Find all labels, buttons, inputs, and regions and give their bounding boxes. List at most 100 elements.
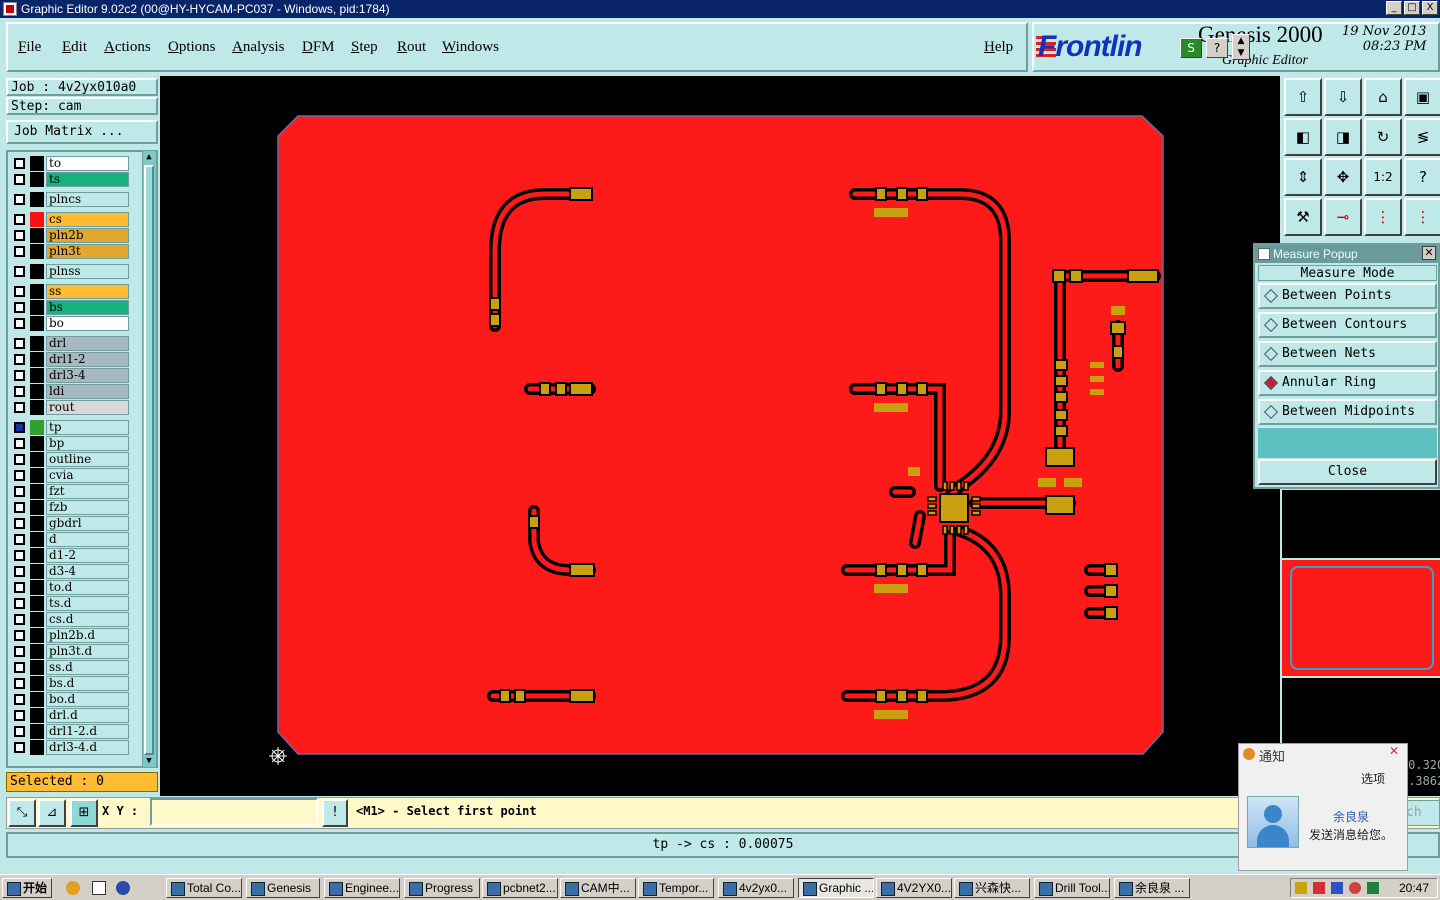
tray-icon[interactable] <box>1313 882 1325 894</box>
layer-checkbox[interactable] <box>14 518 25 529</box>
layer-color-swatch[interactable] <box>30 400 44 415</box>
layer-name[interactable]: fzt <box>46 484 129 499</box>
layer-color-swatch[interactable] <box>30 384 44 399</box>
layer-row-fzb[interactable]: fzb <box>12 500 132 515</box>
layer-checkbox[interactable] <box>14 422 25 433</box>
layer-color-swatch[interactable] <box>30 468 44 483</box>
panel-icon[interactable]: ▣ <box>1404 78 1440 116</box>
layer-checkbox[interactable] <box>14 194 25 205</box>
job-matrix-button[interactable]: Job Matrix ... <box>6 120 158 144</box>
snap-icon[interactable]: ≶ <box>1404 118 1440 156</box>
layer-row-ts-d[interactable]: ts.d <box>12 596 132 611</box>
layer-color-swatch[interactable] <box>30 244 44 259</box>
layer-row-ldi[interactable]: ldi <box>12 384 132 399</box>
layer-name[interactable]: plncs <box>46 192 129 207</box>
probe-icon[interactable]: ⊸ <box>1324 198 1362 236</box>
notification-options-link[interactable]: 选项 <box>1360 772 1385 786</box>
layer-color-swatch[interactable] <box>30 692 44 707</box>
zoom-ratio-icon[interactable]: 1:2 <box>1364 158 1402 196</box>
spinner-icon[interactable]: ▲▼ <box>1232 34 1250 60</box>
layer-row-drl1-2-d[interactable]: drl1-2.d <box>12 724 132 739</box>
layer-row-outline[interactable]: outline <box>12 452 132 467</box>
layer-row-to-d[interactable]: to.d <box>12 580 132 595</box>
layer-checkbox[interactable] <box>14 646 25 657</box>
layer-name[interactable]: d1-2 <box>46 548 129 563</box>
layer-row-bs-d[interactable]: bs.d <box>12 676 132 691</box>
layer-color-swatch[interactable] <box>30 500 44 515</box>
layer-checkbox[interactable] <box>14 370 25 381</box>
close-button[interactable]: X <box>1422 1 1438 15</box>
layer-row-drl3-4-d[interactable]: drl3-4.d <box>12 740 132 755</box>
layer-checkbox[interactable] <box>14 286 25 297</box>
layer-color-swatch[interactable] <box>30 264 44 279</box>
draw-line-icon[interactable]: ⤡ <box>8 799 36 827</box>
avatar[interactable] <box>1247 796 1299 848</box>
layer-row-ss[interactable]: ss <box>12 284 132 299</box>
net-icon[interactable]: ⋮ <box>1364 198 1402 236</box>
layer-name[interactable]: bo <box>46 316 129 331</box>
layer-color-swatch[interactable] <box>30 564 44 579</box>
layer-name[interactable]: drl <box>46 336 129 351</box>
layer-color-swatch[interactable] <box>30 284 44 299</box>
scroll-down-icon[interactable]: ▼ <box>146 756 152 766</box>
layer-row-d1-2[interactable]: d1-2 <box>12 548 132 563</box>
layer-checkbox[interactable] <box>14 338 25 349</box>
edit-shape-icon[interactable]: ⊿ <box>38 799 66 827</box>
menu-step[interactable]: Step <box>351 39 378 55</box>
layer-color-swatch[interactable] <box>30 228 44 243</box>
layer-checkbox[interactable] <box>14 354 25 365</box>
task-pcbnet[interactable]: pcbnet2... <box>482 878 558 898</box>
layer-checkbox[interactable] <box>14 454 25 465</box>
layer-name[interactable]: rout <box>46 400 129 415</box>
home-icon[interactable]: ⌂ <box>1364 78 1402 116</box>
layer-name[interactable]: to <box>46 156 129 171</box>
grid-snap-icon[interactable]: ⊞ <box>70 799 98 827</box>
task-graphic-editor[interactable]: Graphic ... <box>798 878 874 898</box>
layer-row-rout[interactable]: rout <box>12 400 132 415</box>
layer-row-tp[interactable]: tp <box>12 420 132 435</box>
net-compare-icon[interactable]: ⋮ <box>1404 198 1440 236</box>
task-total-commander[interactable]: Total Co... <box>166 878 242 898</box>
board-preview[interactable] <box>1282 560 1440 676</box>
layer-name[interactable]: drl1-2.d <box>46 724 129 739</box>
script-icon[interactable]: S <box>1180 38 1202 58</box>
layer-color-swatch[interactable] <box>30 644 44 659</box>
layer-name[interactable]: ldi <box>46 384 129 399</box>
layer-name[interactable]: pln2b.d <box>46 628 129 643</box>
menu-windows[interactable]: Windows <box>442 39 499 55</box>
open-icon[interactable]: ⇧ <box>1284 78 1322 116</box>
layer-checkbox[interactable] <box>14 470 25 481</box>
layer-checkbox[interactable] <box>14 630 25 641</box>
scroll-up-icon[interactable]: ▲ <box>146 152 152 162</box>
tray-icon[interactable] <box>1367 882 1379 894</box>
layer-row-plncs[interactable]: plncs <box>12 192 132 207</box>
pan-left-icon[interactable]: ◧ <box>1284 118 1322 156</box>
task-4v2yx0-folder[interactable]: 4v2yx0... <box>718 878 794 898</box>
layer-checkbox[interactable] <box>14 386 25 397</box>
layer-checkbox[interactable] <box>14 246 25 257</box>
layer-name[interactable]: d3-4 <box>46 564 129 579</box>
task-cam[interactable]: CAM中... <box>560 878 636 898</box>
layer-checkbox[interactable] <box>14 502 25 513</box>
measure-popup-close-icon[interactable]: ✕ <box>1422 246 1436 260</box>
layer-row-drl[interactable]: drl <box>12 336 132 351</box>
info-icon[interactable]: ! <box>322 799 348 827</box>
option-between-contours[interactable]: Between Contours <box>1258 312 1437 338</box>
graphic-canvas[interactable] <box>160 76 1280 796</box>
layer-checkbox[interactable] <box>14 742 25 753</box>
task-engineering[interactable]: Enginee... <box>324 878 400 898</box>
layer-name[interactable]: tp <box>46 420 129 435</box>
layer-name[interactable]: ss <box>46 284 129 299</box>
layer-checkbox[interactable] <box>14 214 25 225</box>
layer-name[interactable]: ts <box>46 172 129 187</box>
option-between-midpoints[interactable]: Between Midpoints <box>1258 399 1437 425</box>
layer-row-cs-d[interactable]: cs.d <box>12 612 132 627</box>
layer-checkbox[interactable] <box>14 566 25 577</box>
layer-name[interactable]: bp <box>46 436 129 451</box>
notification-sender[interactable]: 余良泉 <box>1333 810 1370 824</box>
layer-checkbox[interactable] <box>14 614 25 625</box>
layer-color-swatch[interactable] <box>30 596 44 611</box>
start-button[interactable]: 开始 <box>2 878 52 898</box>
option-between-nets[interactable]: Between Nets <box>1258 341 1437 367</box>
layer-row-to[interactable]: to <box>12 156 132 171</box>
